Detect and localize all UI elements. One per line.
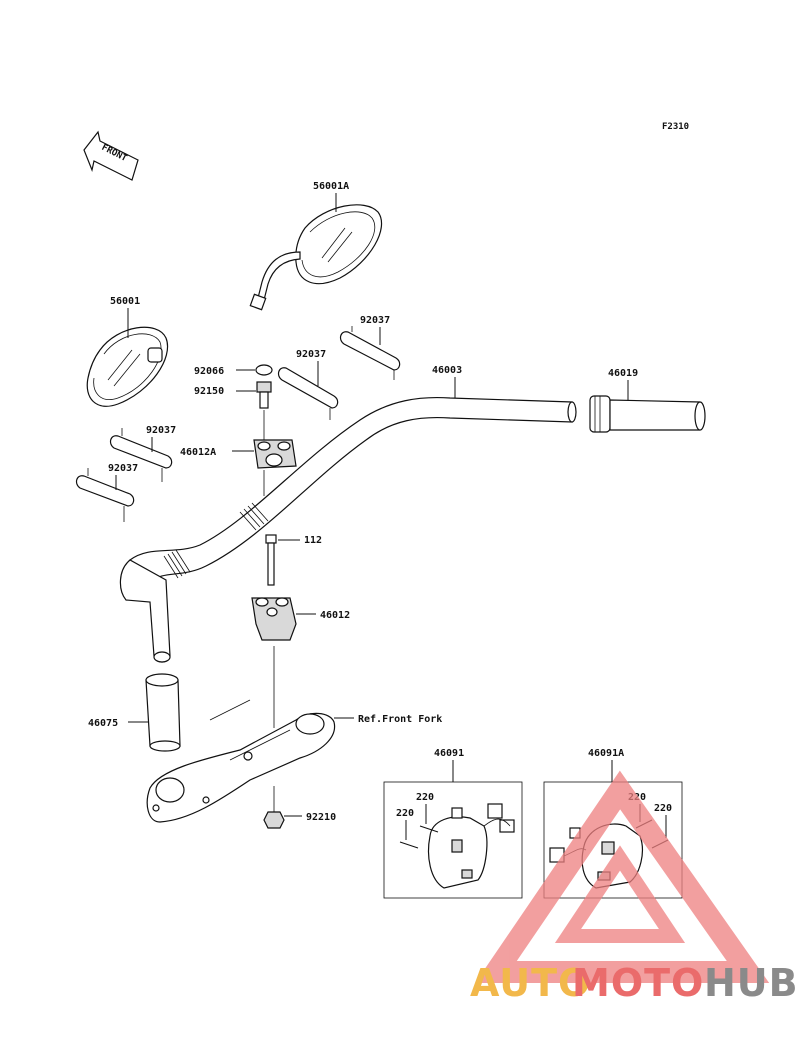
watermark-logo	[475, 770, 770, 983]
label-band-4: 92037	[108, 463, 138, 474]
label-screw-l1: 220	[416, 792, 434, 803]
watermark-moto: MOTO	[572, 961, 704, 1005]
label-handlebar: 46003	[432, 365, 462, 376]
label-bolt: 92150	[194, 386, 224, 397]
bolt-112[interactable]	[265, 534, 277, 586]
label-band-1: 92037	[360, 315, 390, 326]
label-grip-right: 46019	[608, 368, 638, 379]
label-screw-r2: 220	[654, 803, 672, 814]
watermark-auto: AUTO	[470, 961, 591, 1005]
label-ref-front-fork: Ref.Front Fork	[358, 714, 442, 725]
label-switch-left: 46091	[434, 748, 464, 759]
bolt-92150[interactable]	[256, 381, 272, 409]
label-grip-left: 46075	[88, 718, 118, 729]
figure-code: F2310	[662, 122, 689, 132]
mirror-right[interactable]	[249, 204, 383, 311]
watermark-text: AUTO MOTO HUB	[470, 961, 799, 1005]
label-band-2: 92037	[296, 349, 326, 360]
band-left-lower[interactable]	[75, 468, 135, 522]
band-middle[interactable]	[277, 367, 339, 420]
label-holder-upper: 46012A	[180, 447, 216, 458]
nut[interactable]	[263, 811, 285, 829]
label-bolt-112: 112	[304, 535, 322, 546]
label-mirror-left: 56001	[110, 296, 140, 307]
band-left-upper[interactable]	[109, 428, 173, 482]
fork-bracket[interactable]	[146, 699, 336, 823]
label-switch-right: 46091A	[588, 748, 624, 759]
label-washer: 92066	[194, 366, 224, 377]
grip-left[interactable]	[145, 673, 181, 752]
label-band-3: 92037	[146, 425, 176, 436]
label-nut: 92210	[306, 812, 336, 823]
grip-right[interactable]	[589, 395, 706, 433]
screw-left-2[interactable]	[399, 841, 419, 849]
handlebar[interactable]	[119, 396, 577, 663]
mirror-left[interactable]	[86, 326, 169, 407]
screw-left-1[interactable]	[419, 825, 439, 833]
label-mirror-right: 56001A	[313, 181, 349, 192]
watermark-hub: HUB	[704, 961, 799, 1005]
holder-upper[interactable]	[253, 439, 297, 469]
washer[interactable]	[255, 364, 273, 376]
label-holder-lower: 46012	[320, 610, 350, 621]
front-arrow-icon: FRONT	[83, 130, 139, 181]
band-upper-right[interactable]	[339, 326, 401, 380]
switch-left[interactable]	[427, 803, 515, 889]
holder-lower[interactable]	[251, 597, 297, 641]
label-screw-l2: 220	[396, 808, 414, 819]
